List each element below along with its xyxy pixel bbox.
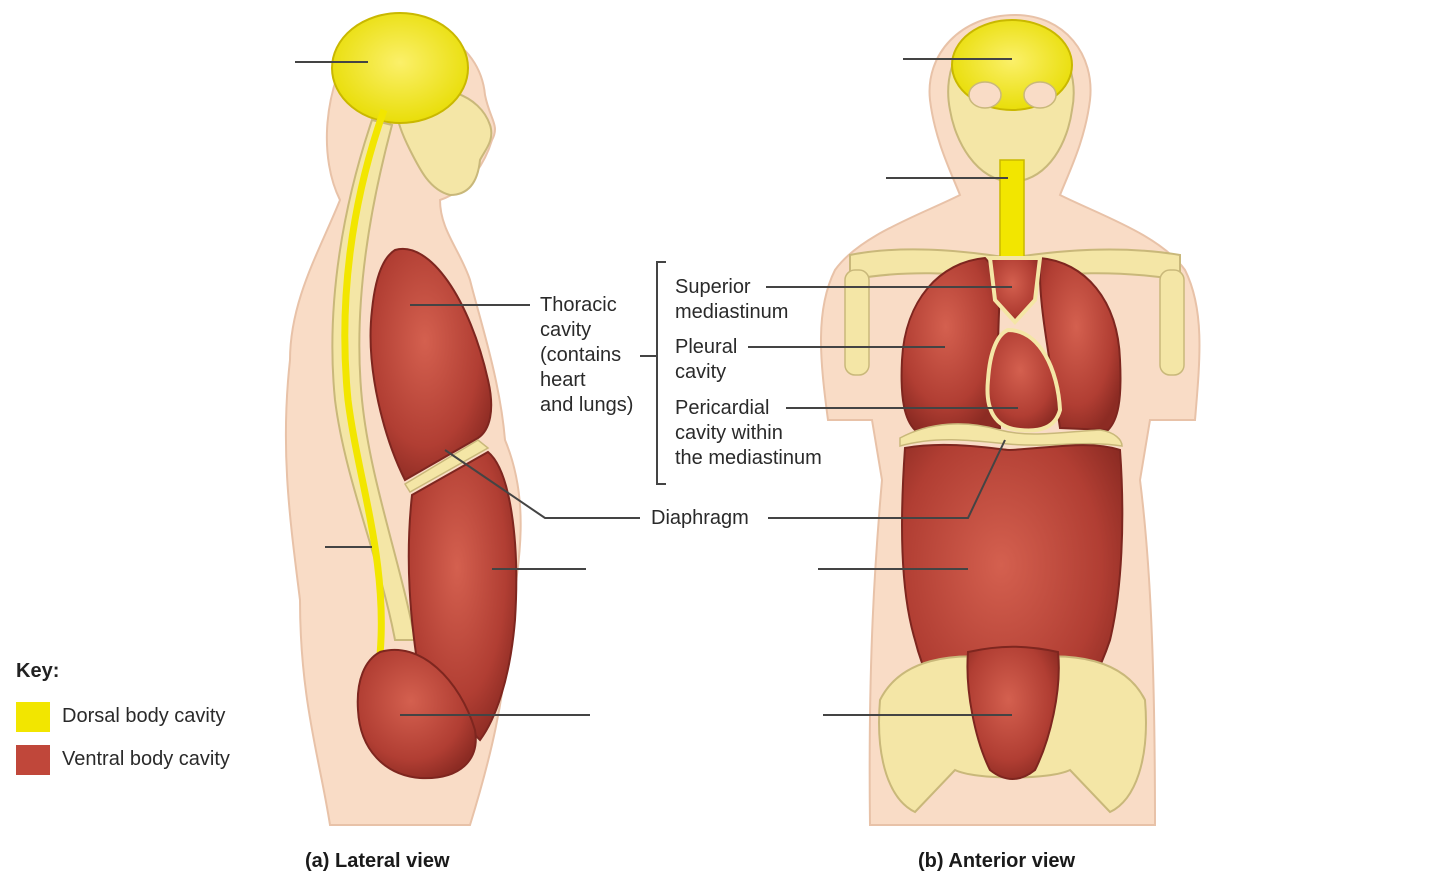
label-thoracic-line-2: cavity [540, 319, 592, 341]
anterior-view-figure [820, 13, 1201, 826]
label-thoracic-cavity: Thoracic cavity (contains heart and lung… [540, 293, 633, 418]
label-pleural-line-2: cavity [675, 361, 727, 383]
label-superior-line-2: mediastinum [675, 301, 789, 323]
anterior-eye-socket-right [1023, 81, 1057, 109]
caption-lateral-letter: (a) [305, 850, 330, 872]
lateral-view-figure [284, 12, 522, 826]
label-pleural-line-1: Pleural [675, 336, 738, 358]
key-title: Key: [16, 660, 60, 682]
anterior-right-pleural-cavity [1039, 256, 1122, 432]
lateral-thoracic-cavity [369, 247, 493, 482]
caption-anterior-view: (b) Anterior view [918, 850, 1075, 873]
leader-lines [295, 58, 1018, 716]
label-thoracic-line-1: Thoracic [540, 294, 617, 316]
label-pleural-cavity: Pleural cavity [675, 335, 737, 385]
lateral-diaphragm [403, 439, 490, 494]
leader-diaphragm-left [444, 449, 640, 519]
anterior-superior-mediastinum [987, 256, 1043, 325]
label-pericardial-line-1: Pericardial [675, 397, 770, 419]
anterior-left-pleural-cavity [900, 256, 1002, 432]
anterior-diaphragm [899, 423, 1123, 447]
anterior-pericardial-cavity [985, 327, 1063, 433]
label-thoracic-line-4: heart [540, 369, 586, 391]
label-pericardial-line-3: the mediastinum [675, 447, 822, 469]
anterior-eye-socket-left [968, 81, 1002, 109]
label-pericardial-cavity: Pericardial cavity within the mediastinu… [675, 396, 822, 471]
caption-anterior-text: Anterior view [948, 850, 1076, 872]
leader-diaphragm-right [768, 439, 1006, 519]
lateral-cranial-cavity [331, 12, 469, 124]
anterior-right-arm-bone [1159, 269, 1185, 376]
label-diaphragm: Diaphragm [651, 507, 749, 529]
label-pericardial-line-2: cavity within [675, 422, 783, 444]
label-superior-mediastinum: Superior mediastinum [675, 275, 788, 325]
caption-lateral-view: (a) Lateral view [305, 850, 450, 873]
key-label-ventral: Ventral body cavity [62, 748, 230, 770]
anterior-left-arm-bone [844, 269, 870, 376]
anterior-pelvic-cavity [966, 645, 1060, 780]
label-thoracic-line-3: (contains [540, 344, 622, 366]
label-thoracic-line-5: and lungs) [540, 394, 634, 416]
label-superior-line-1: Superior [675, 276, 751, 298]
key-swatch-ventral [16, 745, 50, 775]
lateral-spinal-cord [341, 108, 388, 656]
anterior-vertebral-canal [999, 159, 1025, 261]
key-label-dorsal: Dorsal body cavity [62, 705, 226, 727]
caption-anterior-letter: (b) [918, 850, 944, 872]
caption-lateral-text: Lateral view [335, 850, 450, 872]
key-swatch-dorsal [16, 702, 50, 732]
thoracic-bracket [656, 261, 666, 485]
